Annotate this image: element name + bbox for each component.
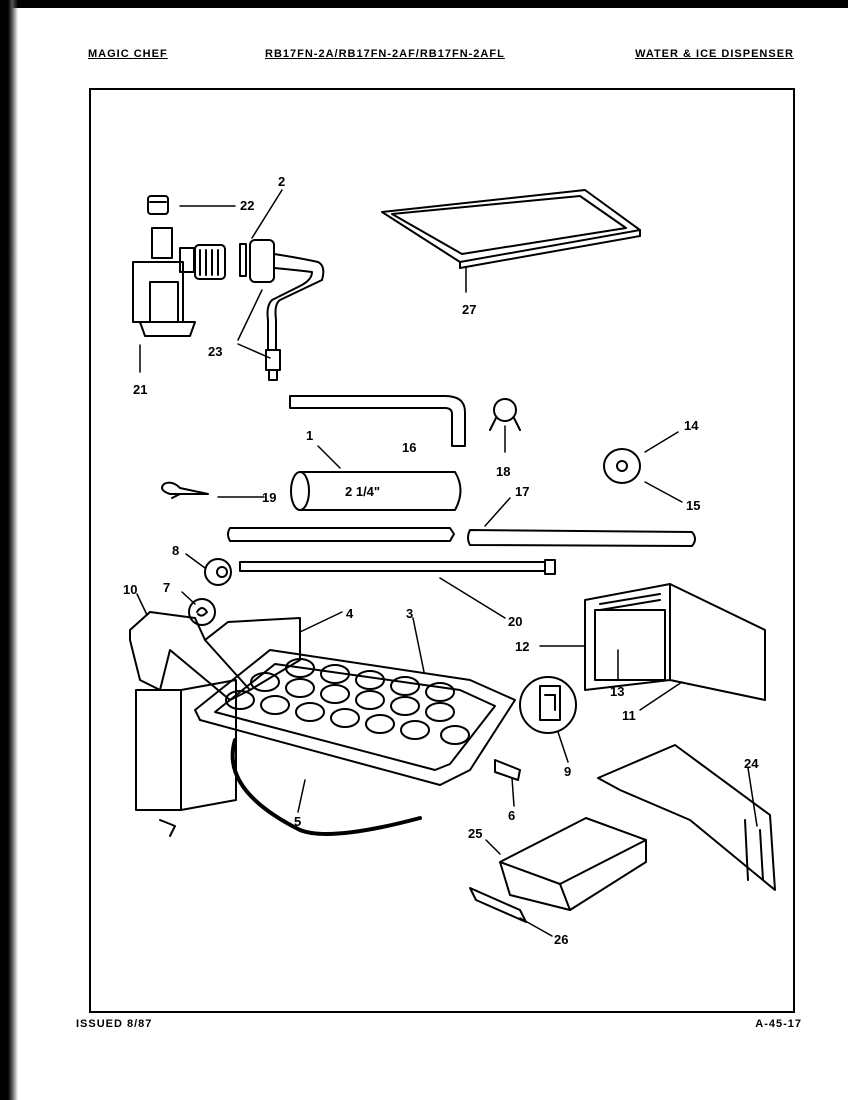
model-numbers: RB17FN-2A/RB17FN-2AF/RB17FN-2AFL — [265, 48, 505, 60]
part-20-cable-tie — [239, 559, 556, 575]
label-13: 13 — [610, 684, 624, 699]
section-title: WATER & ICE DISPENSER — [635, 48, 794, 60]
leader-lines — [136, 189, 758, 937]
label-11: 11 — [622, 708, 636, 723]
part-9-shutoff-arm — [519, 676, 577, 734]
label-5: 5 — [294, 814, 301, 829]
page-code: A-45-17 — [755, 1018, 802, 1030]
label-22: 22 — [240, 198, 254, 213]
part-25-ice-bin — [499, 817, 647, 911]
part-17-tubes — [227, 527, 696, 547]
label-25: 25 — [468, 826, 482, 841]
label-8: 8 — [172, 543, 179, 558]
part-1-tube-insulator — [290, 471, 462, 511]
label-9: 9 — [564, 764, 571, 779]
label-10: 10 — [123, 582, 137, 597]
part-16-bent-tube — [289, 395, 466, 447]
label-2: 2 — [278, 174, 285, 189]
issued-date: ISSUED 8/87 — [76, 1018, 153, 1030]
part-11-front-cover — [584, 583, 766, 701]
tube-size-label: 2 1/4" — [345, 484, 380, 499]
label-3: 3 — [406, 606, 413, 621]
label-27: 27 — [462, 302, 476, 317]
label-17: 17 — [515, 484, 529, 499]
label-4: 4 — [346, 606, 354, 621]
label-19: 19 — [262, 490, 276, 505]
part-27-shelf-frame — [381, 189, 641, 269]
part-18-clamp — [489, 398, 521, 431]
label-7: 7 — [163, 580, 170, 595]
part-24-ice-chute — [597, 744, 776, 891]
part-22-cap — [147, 195, 169, 215]
label-6: 6 — [508, 808, 515, 823]
scan-edge-top — [0, 0, 848, 8]
part-21-water-valve — [132, 227, 226, 337]
label-20: 20 — [508, 614, 522, 629]
label-16: 16 — [402, 440, 416, 455]
label-15: 15 — [686, 498, 700, 513]
label-26: 26 — [554, 932, 568, 947]
part-6-clip — [494, 759, 521, 781]
part-8-part-7-fasteners — [188, 558, 232, 626]
scan-edge-left — [0, 0, 18, 1100]
label-23: 23 — [208, 344, 222, 359]
label-12: 12 — [515, 639, 529, 654]
label-24: 24 — [744, 756, 759, 771]
part-19-cotter-pin — [161, 481, 209, 499]
label-1: 1 — [306, 428, 313, 443]
label-21: 21 — [133, 382, 147, 397]
part-2-fill-tube-fitting — [239, 239, 325, 381]
part-3-ice-maker-assembly — [129, 611, 516, 837]
label-14: 14 — [684, 418, 699, 433]
diagram-frame — [89, 88, 795, 1013]
label-18: 18 — [496, 464, 510, 479]
part-26-strip — [469, 887, 527, 923]
part-14-washer — [603, 448, 641, 484]
brand-title: MAGIC CHEF — [88, 48, 168, 60]
